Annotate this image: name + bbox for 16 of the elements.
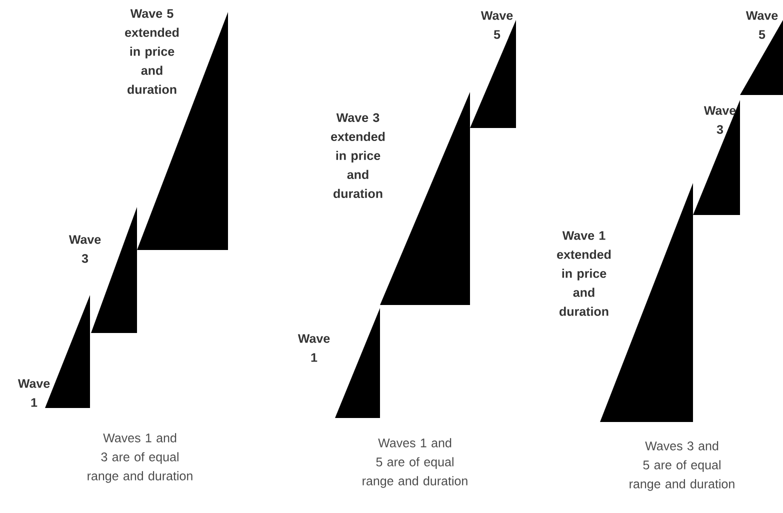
triangle	[693, 100, 740, 215]
wave-label: Wave 3	[704, 106, 736, 134]
wave-label: Wave 5	[480, 11, 513, 39]
triangle	[470, 20, 516, 128]
triangle	[740, 20, 783, 95]
wave-label: Wave 5	[746, 11, 778, 39]
wave-label: Wave 1	[298, 334, 330, 362]
wave-label: Wave 5 extended in price and duration	[125, 9, 179, 94]
caption: Waves 3 and 5 are of equal range and duration	[630, 441, 734, 491]
caption: Waves 1 and 5 are of equal range and duration	[362, 438, 468, 488]
wave-label: Wave 3	[68, 235, 101, 263]
caption: Waves 1 and 3 are of equal range and duration	[88, 433, 192, 483]
triangle	[335, 308, 380, 418]
wave-label: Wave 1	[18, 379, 50, 407]
wave-label: Wave 3 extended in price and duration	[331, 113, 385, 198]
wave-label: Wave 1 extended in price and duration	[557, 231, 611, 316]
